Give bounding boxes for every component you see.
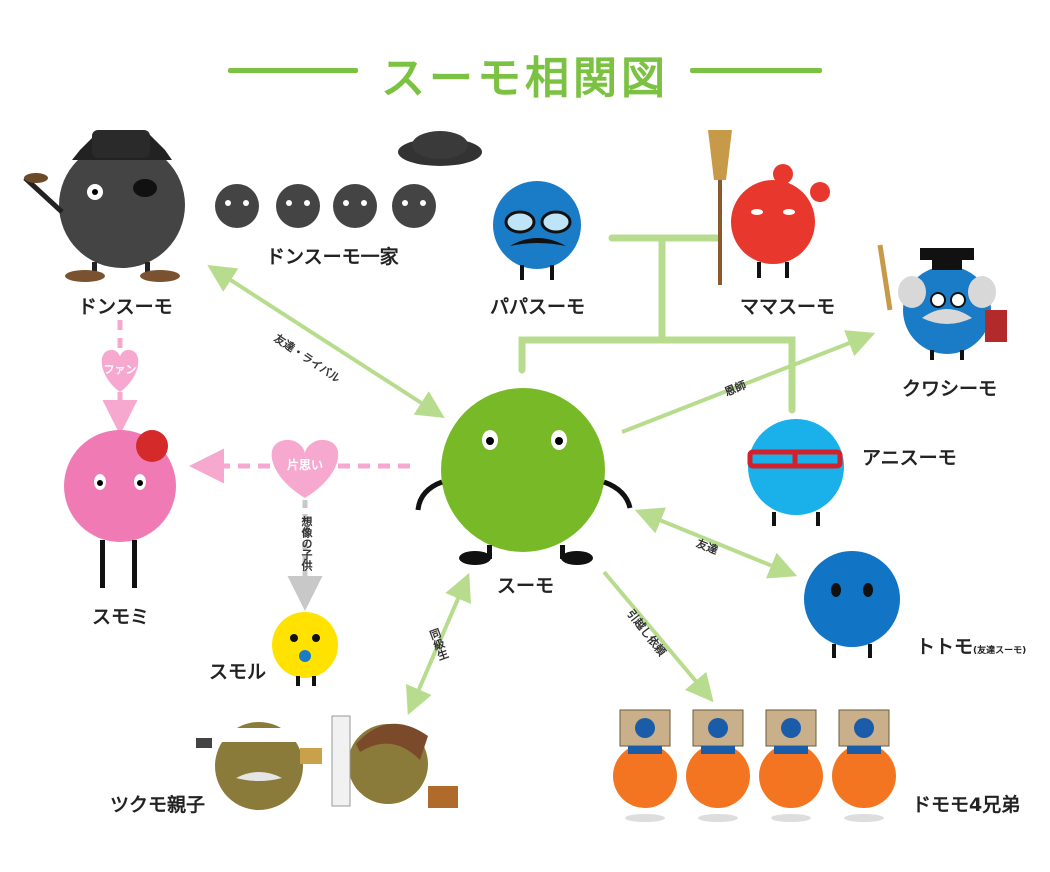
arrow-classmate (406, 572, 471, 716)
label-papa: パパスーモ (490, 296, 586, 318)
heart-crush (271, 439, 339, 498)
totomo-figure (804, 551, 900, 658)
relation-fan: ファン (103, 363, 137, 376)
anisuumo-figure (747, 419, 844, 526)
sumomi-figure (64, 430, 176, 588)
title-line-left (228, 68, 358, 73)
label-kuwashimo: クワシーモ (902, 378, 998, 400)
label-sumoru: スモル (209, 661, 267, 683)
arrow-friend (634, 507, 798, 579)
family-connector (518, 234, 796, 414)
label-domomo: ドモモ4兄弟 (912, 794, 1021, 816)
tsukumo-figure (196, 715, 458, 810)
donsuumo-figure (23, 130, 185, 282)
suumo-figure (415, 388, 633, 565)
mama-figure (708, 130, 830, 285)
label-donsuumo-family: ドンスーモ一家 (266, 246, 399, 268)
donsuumo-family-figures (215, 131, 482, 228)
title-line-right (690, 68, 822, 73)
title-bar: スーモ相関図 (0, 40, 1050, 104)
arrow-moving-request (602, 570, 714, 703)
label-anisuumo: アニスーモ (862, 447, 957, 469)
papa-figure (493, 181, 581, 280)
label-mama: ママスーモ (740, 296, 836, 318)
relation-imagined-child: 想像の子供 (300, 516, 313, 571)
sumoru-figure (272, 612, 338, 686)
kuwashimo-figure (877, 244, 1007, 360)
label-totomo-name: トトモ (916, 636, 974, 658)
label-totomo-note: (友達スーモ) (973, 646, 1027, 656)
page-title: スーモ相関図 (381, 53, 669, 104)
label-tsukumo: ツクモ親子 (110, 794, 206, 816)
label-donsuumo: ドンスーモ (78, 296, 173, 318)
domomo-figures (613, 709, 896, 822)
label-totomo: トトモ(友達スーモ) (916, 632, 1026, 659)
label-sumomi: スモミ (92, 606, 150, 628)
label-suumo: スーモ (497, 575, 555, 597)
relation-crush: 片思い (286, 458, 323, 472)
arrow-friend-rival (207, 264, 445, 419)
heart-fan (101, 349, 139, 392)
arrow-mentor (621, 330, 876, 434)
